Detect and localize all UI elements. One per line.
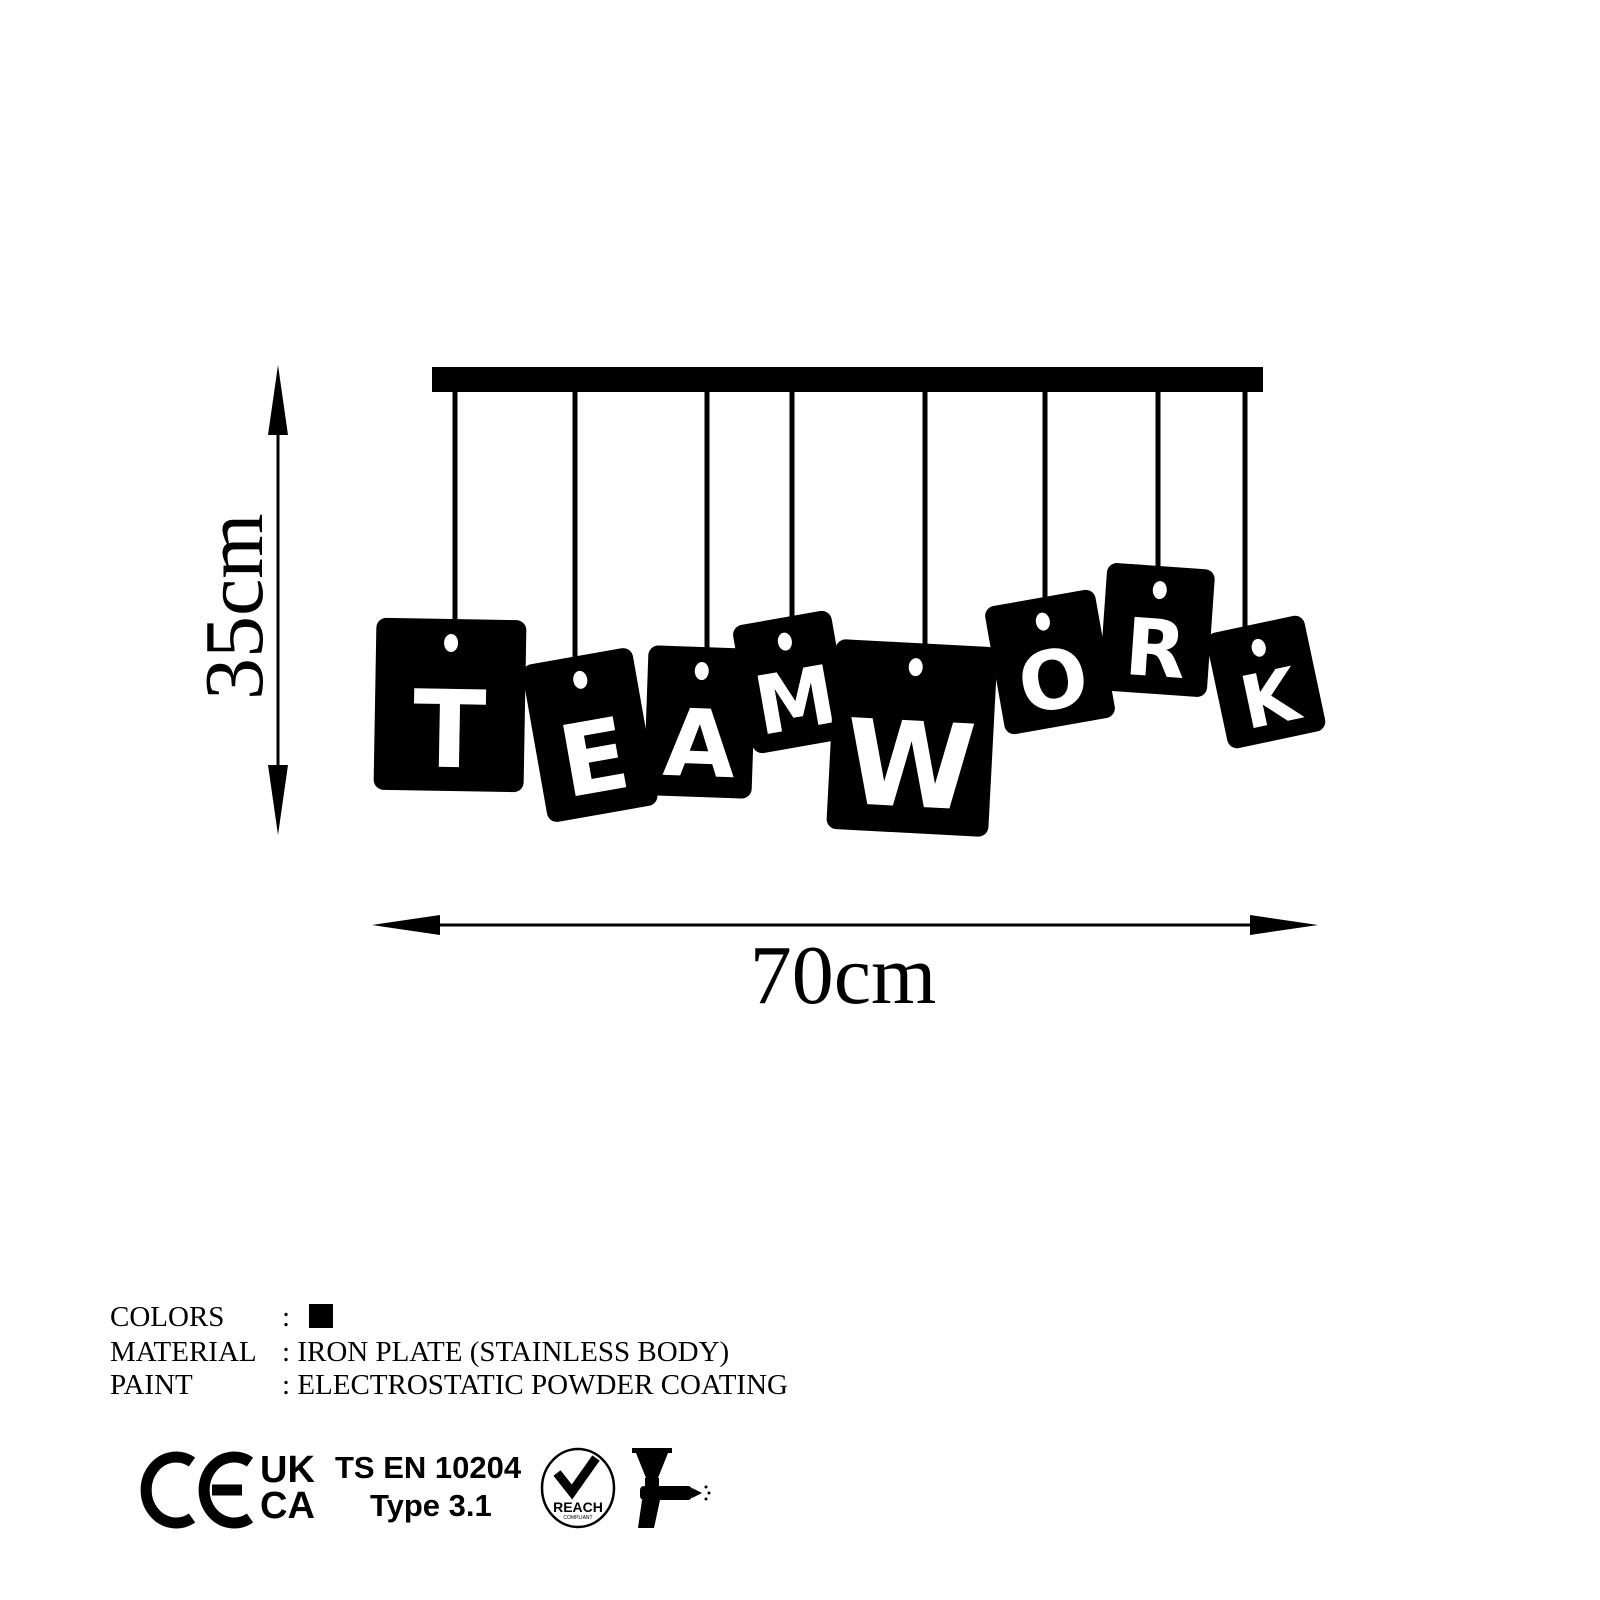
spec-key: PAINT bbox=[110, 1369, 193, 1401]
hanging-hole bbox=[1152, 581, 1167, 600]
tile-letter: R bbox=[1122, 601, 1189, 697]
spec-key: COLORS bbox=[110, 1301, 225, 1333]
hanging-hole bbox=[777, 632, 792, 651]
tile-letter: W bbox=[842, 693, 979, 838]
letter-tile-a: A bbox=[643, 645, 757, 799]
height-dimension-arrow bbox=[268, 365, 288, 835]
letter-tile-o: O bbox=[985, 589, 1115, 735]
hanging-hole bbox=[1035, 612, 1050, 631]
hanging-hole bbox=[694, 662, 709, 681]
svg-text:REACH: REACH bbox=[553, 1499, 603, 1515]
spec-row-colors: COLORS: bbox=[110, 1301, 334, 1334]
hanging-bar bbox=[432, 367, 1263, 392]
hanging-hole bbox=[908, 658, 923, 677]
ukca-bottom: CA bbox=[260, 1485, 315, 1527]
standard-label: TS EN 10204 bbox=[335, 1450, 522, 1485]
strings bbox=[452, 392, 1248, 680]
width-label: 70cm bbox=[750, 929, 937, 1022]
spec-value: IRON PLATE (STAINLESS BODY) bbox=[297, 1336, 730, 1368]
spec-key: MATERIAL bbox=[110, 1336, 257, 1368]
letter-tile-k: K bbox=[1206, 615, 1326, 749]
tile-letter: T bbox=[412, 668, 487, 793]
letter-tile-w: W bbox=[826, 639, 998, 838]
standard-type: Type 3.1 bbox=[370, 1488, 492, 1523]
ukca-top: UK bbox=[260, 1449, 315, 1491]
letter-tile-e: E bbox=[522, 648, 658, 822]
height-label: 35cm bbox=[188, 513, 281, 700]
svg-text:COMPLIANT: COMPLIANT bbox=[563, 1515, 592, 1521]
hanging-hole bbox=[444, 634, 459, 653]
color-swatch-black bbox=[309, 1304, 334, 1328]
tile-letter: O bbox=[1011, 629, 1095, 734]
letter-tile-m: M bbox=[733, 610, 851, 755]
spec-row-material: MATERIAL: IRON PLATE (STAINLESS BODY) bbox=[110, 1336, 730, 1368]
reach-compliant-icon: REACH COMPLIANT bbox=[540, 1447, 616, 1529]
letter-tile-t: T bbox=[373, 617, 527, 794]
spec-value: ELECTROSTATIC POWDER COATING bbox=[297, 1369, 788, 1401]
width-dimension-arrow bbox=[372, 915, 1318, 935]
letter-tile-r: R bbox=[1099, 563, 1215, 697]
hanging-hole bbox=[573, 670, 588, 689]
spec-row-paint: PAINT: ELECTROSTATIC POWDER COATING bbox=[110, 1369, 788, 1401]
tile-letter: M bbox=[748, 648, 844, 755]
ce-mark-icon bbox=[140, 1451, 254, 1529]
tile-letter: A bbox=[661, 689, 737, 799]
spray-gun-icon bbox=[632, 1448, 711, 1528]
hanging-hole bbox=[1251, 638, 1266, 657]
